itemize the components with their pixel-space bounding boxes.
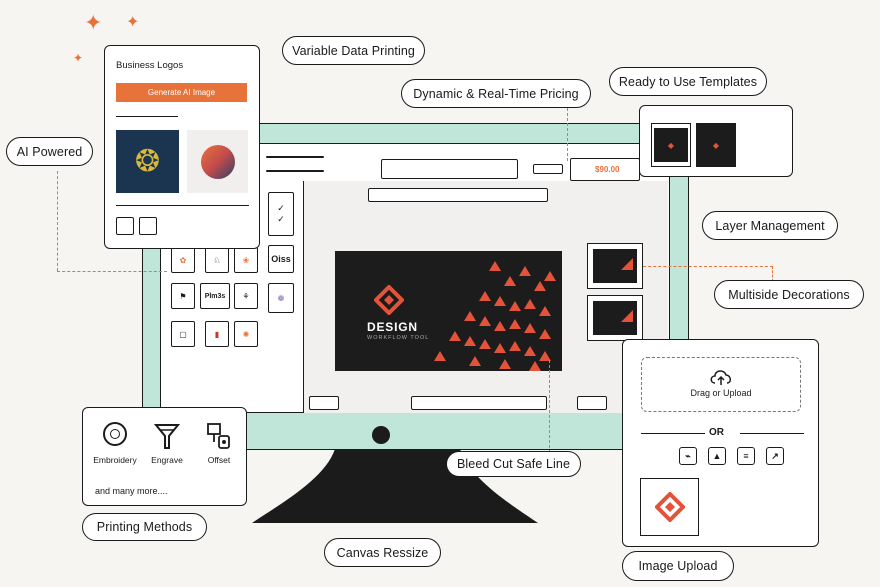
template-thumb[interactable]: Plm3s <box>200 283 230 309</box>
method-label: Offset <box>207 455 231 465</box>
ai-logo-result[interactable]: ❂ <box>116 130 179 193</box>
label-layer-management: Layer Management <box>702 211 838 240</box>
sparkle-icon: ✦ <box>84 10 103 35</box>
label-printing-methods: Printing Methods <box>82 513 207 541</box>
divider <box>641 433 705 434</box>
connector-line <box>57 271 167 272</box>
label-dynamic-pricing: Dynamic & Real-Time Pricing <box>401 79 591 108</box>
document-icon[interactable]: ≡ <box>737 447 755 465</box>
layer-thumb-front[interactable] <box>587 243 643 289</box>
toolbar-placeholder <box>266 170 324 172</box>
swirl-logo-icon: ❂ <box>134 145 161 178</box>
label-ai-powered: AI Powered <box>6 137 93 166</box>
connector-line <box>643 266 773 267</box>
layer-thumb-back[interactable] <box>587 295 643 341</box>
label-ready-templates: Ready to Use Templates <box>609 67 767 96</box>
label-variable-data-printing: Variable Data Printing <box>282 36 425 65</box>
template-thumb[interactable]: ▢ <box>171 321 195 347</box>
canvas-top-bar <box>368 188 548 202</box>
template-thumb[interactable]: ✓✓ <box>268 192 294 236</box>
label-multiside-decorations: Multiside Decorations <box>714 280 864 309</box>
connector-line <box>57 171 58 271</box>
power-button-icon[interactable] <box>372 426 390 444</box>
canvas-bottom-bar[interactable] <box>411 396 547 410</box>
embroidery-hoop-icon <box>103 422 127 446</box>
ai-option-box[interactable] <box>139 217 157 235</box>
method-label: Engrave <box>151 455 183 465</box>
template-thumb[interactable]: ⚑ <box>171 283 195 309</box>
external-link-icon[interactable]: ↗ <box>766 447 784 465</box>
printing-methods-panel: Embroidery Engrave Offset and many more.… <box>82 407 247 506</box>
divider <box>740 433 804 434</box>
drop-zone[interactable]: Drag or Upload <box>641 357 801 412</box>
method-offset[interactable]: Offset <box>197 422 241 465</box>
image-icon[interactable]: ▲ <box>708 447 726 465</box>
connector-line <box>567 108 568 161</box>
label-bleed-cut-safe-line: Bleed Cut Safe Line <box>446 451 581 477</box>
sparkle-icon: ✦ <box>73 51 84 65</box>
design-title: DESIGN <box>367 320 418 334</box>
divider <box>116 116 178 117</box>
template-thumb[interactable]: ▮ <box>205 321 229 347</box>
triangle-pattern <box>434 261 556 371</box>
price-box: $90.00 <box>570 158 640 181</box>
drop-zone-label: Drag or Upload <box>690 388 752 398</box>
template-thumb[interactable]: ♘ <box>205 247 229 273</box>
diamond-logo-icon <box>374 285 404 315</box>
offset-press-icon <box>207 423 230 449</box>
templates-panel: ◆ ◆ <box>639 105 793 177</box>
cloud-upload-icon <box>710 370 731 385</box>
template-thumb[interactable]: ✺ <box>234 321 258 347</box>
template-card-thumb[interactable]: ◆ <box>651 123 691 167</box>
price-text: $90.00 <box>595 165 620 174</box>
canvas-bottom-button[interactable] <box>309 396 339 410</box>
uploaded-image[interactable] <box>640 478 699 536</box>
engrave-funnel-icon <box>154 424 180 449</box>
generate-ai-image-button[interactable]: Generate AI Image <box>116 83 247 102</box>
ai-panel-title: Business Logos <box>116 60 184 71</box>
divider <box>116 205 249 206</box>
design-card[interactable]: DESIGN WORKFLOW TOOL <box>335 251 562 371</box>
toolbar-field[interactable] <box>381 159 518 179</box>
mountain-logo-icon <box>200 144 235 179</box>
ai-panel: Business Logos Generate AI Image ❂ <box>104 45 260 249</box>
link-icon[interactable]: ⌁ <box>679 447 697 465</box>
connector-line <box>772 266 773 282</box>
image-upload-panel: Drag or Upload OR ⌁ ▲ ≡ ↗ <box>622 339 819 547</box>
method-embroidery[interactable]: Embroidery <box>93 422 137 465</box>
or-separator: OR <box>709 427 724 438</box>
template-thumb[interactable]: ⚘ <box>234 283 258 309</box>
template-thumb[interactable]: ✿ <box>171 247 195 273</box>
toolbar-placeholder <box>266 156 324 158</box>
method-label: Embroidery <box>93 455 137 465</box>
connector-line <box>549 360 550 453</box>
design-subtitle: WORKFLOW TOOL <box>367 335 430 341</box>
toolbar-button[interactable] <box>533 164 563 174</box>
label-image-upload: Image Upload <box>622 551 734 581</box>
sparkle-icon: ✦ <box>126 14 140 31</box>
ai-option-box[interactable] <box>116 217 134 235</box>
ai-logo-result[interactable] <box>187 130 248 193</box>
diamond-logo-icon <box>654 492 685 522</box>
template-card-thumb[interactable]: ◆ <box>696 123 736 167</box>
template-thumb[interactable]: Oiss <box>268 245 294 273</box>
method-engrave[interactable]: Engrave <box>145 422 189 465</box>
label-canvas-resize: Canvas Ressize <box>324 538 441 567</box>
template-thumb[interactable]: ❁ <box>268 283 294 313</box>
upload-source-icons: ⌁ ▲ ≡ ↗ <box>679 447 784 465</box>
canvas-bottom-button[interactable] <box>577 396 607 410</box>
more-methods-text: and many more.... <box>95 486 168 496</box>
template-thumb[interactable]: ❀ <box>234 247 258 273</box>
